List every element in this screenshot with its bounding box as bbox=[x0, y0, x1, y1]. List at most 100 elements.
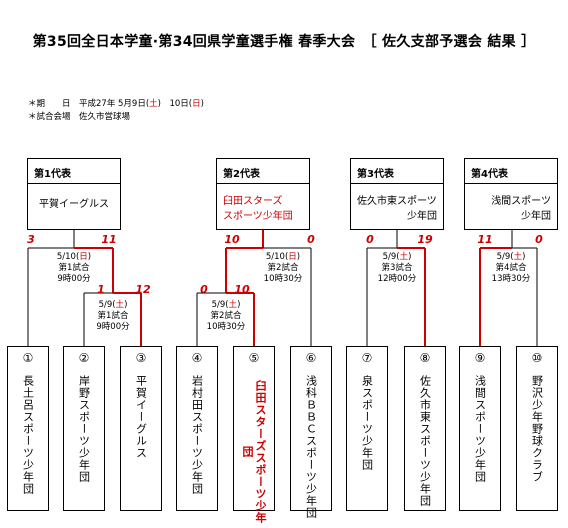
game-date-close: ) bbox=[237, 300, 241, 310]
game-number: 第2試合 bbox=[267, 263, 299, 273]
game-info: 5/9(土) 第2試合 10時30分 bbox=[191, 300, 261, 333]
game-day: 日 bbox=[288, 252, 297, 262]
rep-header: 第1代表 bbox=[28, 159, 120, 184]
game-info: 5/10(日) 第2試合 10時30分 bbox=[248, 252, 318, 285]
score: 0 bbox=[200, 283, 208, 296]
team-name: 野沢少年野球クラブ bbox=[530, 375, 544, 483]
rep-box-3: 第3代表 佐久市東スポーツ少年団 bbox=[350, 158, 444, 230]
team-box-3: ③ 平賀イーグルス bbox=[120, 346, 162, 511]
game-number: 第2試合 bbox=[210, 311, 242, 321]
team-name: 泉スポーツ少年団 bbox=[360, 375, 374, 471]
game-day: 土 bbox=[228, 300, 238, 310]
rep-box-1: 第1代表 平賀イーグルス bbox=[27, 158, 121, 230]
game-date: 5/9( bbox=[98, 300, 116, 310]
page-title: 第35回全日本学童·第34回県学童選手権 春季大会 ［ 佐久支部予選会 結果 ］ bbox=[32, 34, 536, 50]
rep-team-line2: スポーツ少年団 bbox=[223, 211, 293, 222]
team-number: ⑧ bbox=[419, 351, 431, 365]
team-number: ⑨ bbox=[474, 351, 486, 365]
game-time: 12時00分 bbox=[377, 274, 417, 284]
rep-team-line1: 浅間スポーツ bbox=[491, 196, 551, 207]
team-number: ② bbox=[78, 351, 90, 365]
game-day: 土 bbox=[115, 300, 125, 310]
game-day: 土 bbox=[399, 252, 409, 262]
game-date: 5/10( bbox=[56, 252, 80, 262]
game-number: 第3試合 bbox=[381, 263, 413, 273]
date-prefix: ＊期 日 平成27年 5月9日( bbox=[28, 99, 150, 109]
score: 0 bbox=[535, 233, 543, 246]
team-box-8: ⑧ 佐久市東スポーツ少年団 bbox=[404, 346, 446, 511]
team-name: 浅科ＢＢＣスポーツ少年団 bbox=[304, 375, 318, 519]
game-number: 第4試合 bbox=[495, 263, 527, 273]
team-box-4: ④ 岩村田スポーツ少年団 bbox=[176, 346, 218, 511]
game-date: 5/10( bbox=[265, 252, 289, 262]
score: 12 bbox=[135, 283, 151, 296]
game-date-close: ) bbox=[408, 252, 412, 262]
team-number: ⑦ bbox=[361, 351, 373, 365]
venue-info: ＊試合会場 佐久市営球場 bbox=[28, 112, 131, 122]
team-name: 臼田スターズスポーツ少年団 bbox=[241, 379, 267, 524]
team-number: ⑩ bbox=[531, 351, 543, 365]
score: 11 bbox=[101, 233, 117, 246]
game-number: 第1試合 bbox=[97, 311, 129, 321]
rep-box-2: 第2代表 臼田スターズスポーツ少年団 bbox=[216, 158, 310, 230]
rep-header: 第3代表 bbox=[351, 159, 443, 184]
score: 10 bbox=[234, 283, 250, 296]
rep-team: 平賀イーグルス bbox=[28, 195, 120, 210]
game-info: 5/10(日) 第1試合 9時00分 bbox=[39, 252, 109, 285]
game-time: 9時00分 bbox=[96, 322, 130, 332]
rep-team-line2: 少年団 bbox=[407, 211, 437, 222]
date-suffix: ) bbox=[200, 99, 204, 109]
day-sun: 日 bbox=[192, 99, 201, 109]
game-info: 5/9(土) 第1試合 9時00分 bbox=[78, 300, 148, 333]
game-info: 5/9(土) 第3試合 12時00分 bbox=[362, 252, 432, 285]
game-date-close: ) bbox=[296, 252, 301, 262]
game-time: 10時30分 bbox=[206, 322, 246, 332]
rep-header: 第2代表 bbox=[217, 159, 309, 184]
score: 1 bbox=[97, 283, 105, 296]
rep-team: 臼田スターズスポーツ少年団 bbox=[217, 192, 309, 222]
team-number: ⑥ bbox=[305, 351, 317, 365]
team-box-7: ⑦ 泉スポーツ少年団 bbox=[346, 346, 388, 511]
schedule-info: ＊期 日 平成27年 5月9日(土) 10日(日) bbox=[28, 97, 204, 109]
team-name: 長土呂スポーツ少年団 bbox=[21, 375, 35, 495]
team-box-2: ② 岸野スポーツ少年団 bbox=[63, 346, 105, 511]
day-sat: 土 bbox=[149, 99, 158, 109]
rep-team-line1: 平賀イーグルス bbox=[39, 199, 109, 210]
game-date-close: ) bbox=[522, 252, 526, 262]
game-date-close: ) bbox=[87, 252, 92, 262]
score: 0 bbox=[366, 233, 374, 246]
rep-box-4: 第4代表 浅間スポーツ少年団 bbox=[464, 158, 558, 230]
score: 3 bbox=[27, 233, 35, 246]
team-number: ③ bbox=[135, 351, 147, 365]
team-name: 岸野スポーツ少年団 bbox=[77, 375, 91, 483]
game-day: 土 bbox=[513, 252, 523, 262]
game-day: 日 bbox=[79, 252, 88, 262]
team-name: 平賀イーグルス bbox=[134, 375, 148, 459]
game-number: 第1試合 bbox=[58, 263, 90, 273]
team-name: 岩村田スポーツ少年団 bbox=[190, 375, 204, 495]
score: 19 bbox=[417, 233, 433, 246]
team-box-6: ⑥ 浅科ＢＢＣスポーツ少年団 bbox=[290, 346, 332, 519]
score: 10 bbox=[224, 233, 240, 246]
game-time: 13時30分 bbox=[491, 274, 531, 284]
rep-team: 佐久市東スポーツ少年団 bbox=[351, 192, 443, 222]
game-date: 5/9( bbox=[211, 300, 229, 310]
game-time: 9時00分 bbox=[57, 274, 91, 284]
game-date-close: ) bbox=[124, 300, 128, 310]
rep-team: 浅間スポーツ少年団 bbox=[465, 192, 557, 222]
game-time: 10時30分 bbox=[263, 274, 303, 284]
rep-team-line1: 佐久市東スポーツ bbox=[357, 196, 437, 207]
game-date: 5/9( bbox=[382, 252, 400, 262]
team-box-10: ⑩ 野沢少年野球クラブ bbox=[516, 346, 558, 511]
team-number: ④ bbox=[191, 351, 203, 365]
team-box-9: ⑨ 浅間スポーツ少年団 bbox=[459, 346, 501, 511]
score: 11 bbox=[477, 233, 493, 246]
team-name: 佐久市東スポーツ少年団 bbox=[418, 375, 432, 507]
rep-team-line2: 少年団 bbox=[521, 211, 551, 222]
team-name: 浅間スポーツ少年団 bbox=[473, 375, 487, 483]
game-info: 5/9(土) 第4試合 13時30分 bbox=[476, 252, 546, 285]
game-date: 5/9( bbox=[496, 252, 514, 262]
score: 0 bbox=[307, 233, 315, 246]
